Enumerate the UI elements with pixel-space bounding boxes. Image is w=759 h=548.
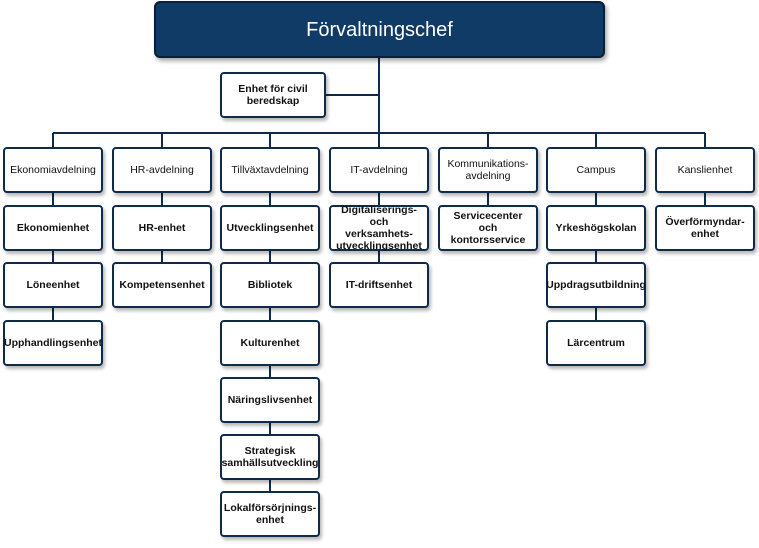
department-box: Tillväxtavdelning bbox=[220, 147, 320, 193]
unit-box: IT-driftsenhet bbox=[329, 262, 429, 308]
unit-box: HR-enhet bbox=[112, 205, 212, 251]
department-box: IT-avdelning bbox=[329, 147, 429, 193]
root-box-forvaltningschef: Förvaltningschef bbox=[154, 1, 605, 58]
unit-box: Ekonomienhet bbox=[3, 205, 103, 251]
unit-box: Upphandlingsenhet bbox=[3, 320, 103, 366]
unit-box: Yrkeshögskolan bbox=[546, 205, 646, 251]
unit-box: Strategisk samhällsutveckling bbox=[220, 434, 320, 480]
unit-box: Lokalförsörjnings- enhet bbox=[220, 491, 320, 537]
unit-box: Digitaliserings- och verksamhets- utveck… bbox=[329, 204, 429, 252]
department-box: Ekonomiavdelning bbox=[3, 147, 103, 193]
unit-box: Lärcentrum bbox=[546, 320, 646, 366]
department-box: HR-avdelning bbox=[112, 147, 212, 193]
staff-box-civil-beredskap: Enhet för civil beredskap bbox=[220, 72, 326, 118]
unit-box: Utvecklingsenhet bbox=[220, 205, 320, 251]
unit-box: Uppdragsutbildning bbox=[546, 262, 646, 308]
unit-box: Näringslivsenhet bbox=[220, 377, 320, 423]
unit-box: Bibliotek bbox=[220, 262, 320, 308]
unit-box: Överförmyndar- enhet bbox=[655, 205, 755, 251]
unit-box: Kompetensenhet bbox=[112, 262, 212, 308]
department-box: Kanslienhet bbox=[655, 147, 755, 193]
department-box: Kommunikations- avdelning bbox=[438, 147, 538, 193]
unit-box: Löneenhet bbox=[3, 262, 103, 308]
unit-box: Servicecenter och kontorsservice bbox=[438, 205, 538, 251]
unit-box: Kulturenhet bbox=[220, 320, 320, 366]
department-box: Campus bbox=[546, 147, 646, 193]
